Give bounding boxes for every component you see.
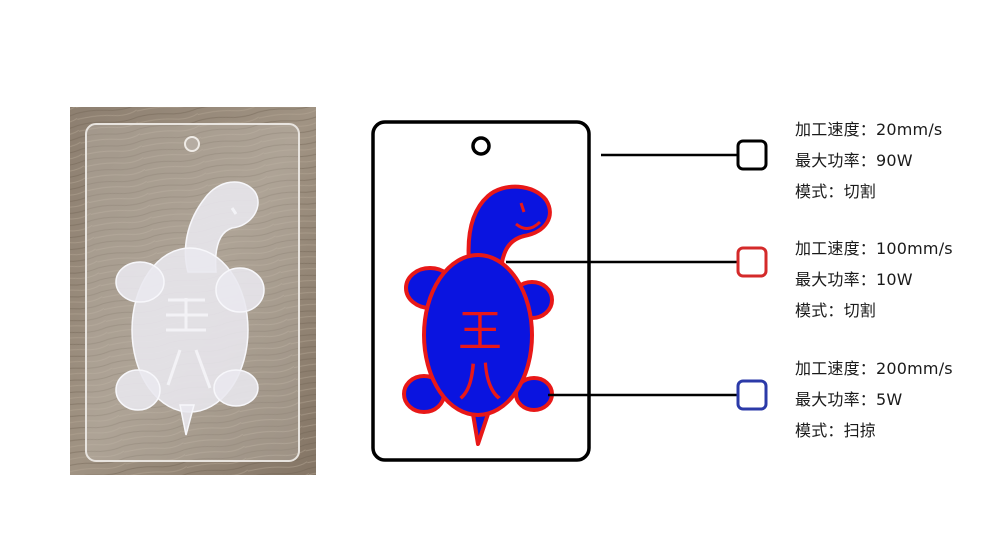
keyring-hole-outline — [471, 136, 491, 156]
legend-3-speed: 加工速度：200mm/s — [795, 359, 953, 378]
swatch-red-cut — [736, 246, 768, 278]
swatch-black-outline — [736, 139, 768, 171]
legend-3-mode: 模式：扫掠 — [795, 421, 877, 440]
turtle-eye — [519, 202, 526, 213]
photo-keyring-hole — [184, 136, 200, 152]
engraved-char-ba: 八 — [458, 356, 502, 407]
legend-1-power: 最大功率：90W — [795, 151, 913, 170]
legend-3-power: 最大功率：5W — [795, 390, 903, 409]
turtle-engrave-area — [402, 184, 554, 446]
legend-1-mode: 模式：切割 — [795, 182, 877, 201]
legend-2-mode: 模式：切割 — [795, 301, 877, 320]
legend-block-1: 加工速度：20mm/s 最大功率：90W 模式：切割 — [795, 114, 942, 207]
turtle-smile — [515, 220, 542, 230]
legend-2-speed: 加工速度：100mm/s — [795, 239, 953, 258]
engraved-char-wang: 王 — [458, 306, 502, 357]
cut-template-diagram: 王 八 — [371, 120, 591, 462]
legend-2-power: 最大功率：10W — [795, 270, 913, 289]
legend-block-3: 加工速度：200mm/s 最大功率：5W 模式：扫掠 — [795, 353, 953, 446]
legend-block-2: 加工速度：100mm/s 最大功率：10W 模式：切割 — [795, 233, 953, 326]
legend-1-speed: 加工速度：20mm/s — [795, 120, 943, 139]
swatch-blue-engrave — [736, 379, 768, 411]
product-photo — [70, 107, 316, 475]
